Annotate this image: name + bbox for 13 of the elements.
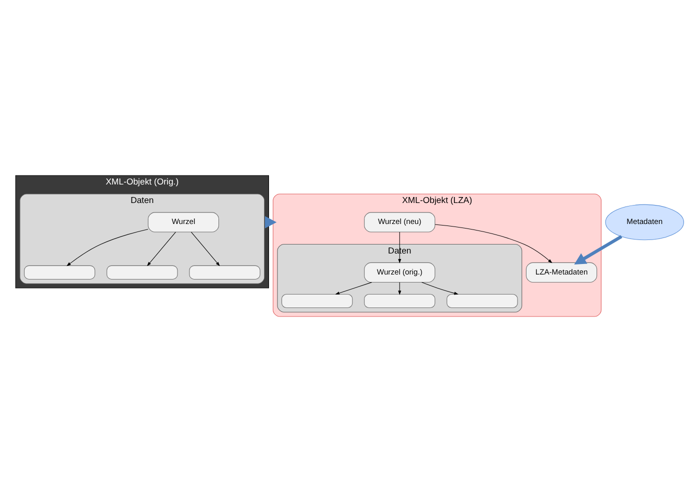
node-box [189, 264, 260, 280]
node-box [106, 264, 178, 280]
arrow [147, 231, 176, 266]
arrow [66, 228, 148, 266]
node-box [364, 293, 436, 308]
arrow [335, 282, 372, 294]
node-box [24, 264, 96, 280]
arrow [434, 224, 552, 263]
node-box [282, 293, 353, 308]
node-box [446, 293, 518, 308]
arrow [190, 231, 220, 266]
arrow [264, 216, 277, 228]
arrow [574, 234, 622, 264]
